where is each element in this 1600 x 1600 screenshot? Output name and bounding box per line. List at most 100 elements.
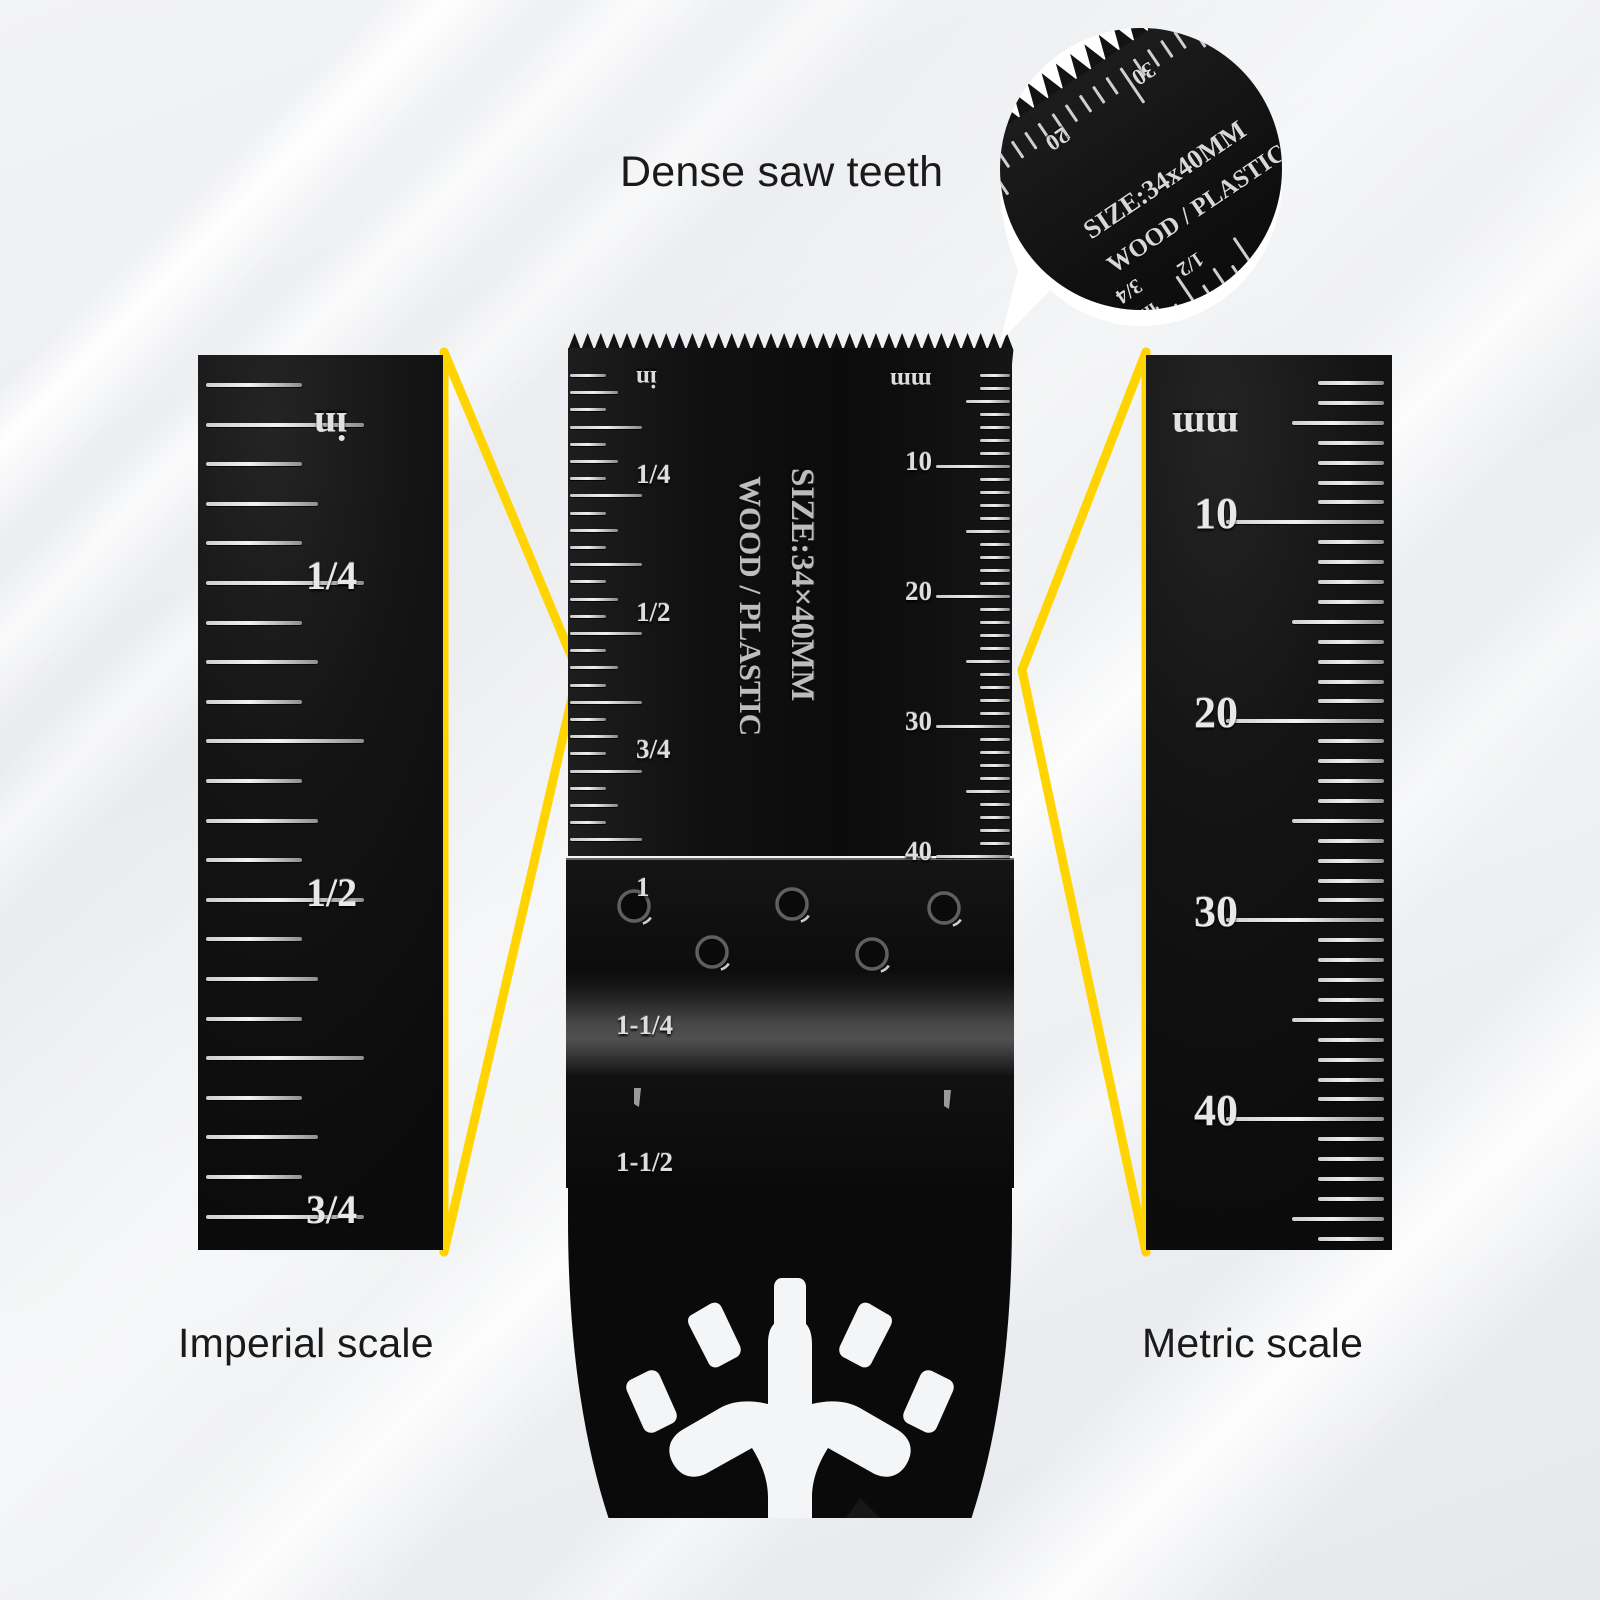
blade-tick (980, 621, 1010, 624)
blade-tick (980, 543, 1010, 546)
blade-tick (570, 786, 606, 790)
blade-tick (980, 608, 1010, 611)
tick-mark (1318, 978, 1384, 982)
tick-mark (1226, 1117, 1384, 1122)
blade-tick (570, 528, 618, 532)
tick-mark (1318, 838, 1384, 843)
blade-tick (570, 614, 606, 618)
tick-mark (1226, 918, 1384, 923)
tick-mark (1292, 818, 1384, 823)
blade-metric-label: 20 (905, 576, 932, 606)
imperial-tick-label: 1/4 (306, 553, 358, 598)
metric-tick-marks (1146, 355, 1392, 1250)
blade-tick (570, 511, 606, 515)
blade-tick (966, 530, 1010, 533)
metric-scale-label: Metric scale (1142, 1320, 1364, 1366)
tick-mark (206, 977, 318, 981)
blade-tick (980, 764, 1010, 767)
blade-tick (570, 718, 606, 721)
tick-mark (1318, 480, 1384, 485)
tick-mark (1318, 997, 1384, 1002)
blade-tick (980, 686, 1010, 689)
blade-metric-label: 30 (905, 706, 932, 736)
tick-mark (1318, 779, 1384, 783)
blade-tick (570, 769, 642, 773)
blade-tick (980, 491, 1010, 494)
tick-mark (1318, 1157, 1384, 1162)
tick-mark (1318, 500, 1384, 505)
tick-mark (206, 1214, 364, 1219)
blade-tick (980, 556, 1010, 559)
tick-mark (1226, 520, 1384, 525)
tick-mark (1318, 1077, 1384, 1082)
blade-tick (966, 790, 1010, 793)
tick-mark (206, 858, 302, 863)
tick-mark (1318, 659, 1384, 664)
imperial-tick-label: 1/2 (306, 869, 358, 915)
blade-tick (980, 504, 1010, 507)
tick-mark (1292, 1216, 1384, 1221)
blade-imperial-label: 1/4 (636, 459, 671, 490)
tick-mark (1318, 560, 1384, 565)
blade-tick (980, 374, 1010, 377)
blade-tick (980, 699, 1010, 702)
tick-mark (206, 620, 302, 625)
imperial-tick-marks (198, 355, 443, 1250)
tick-mark (1318, 1137, 1384, 1142)
blade-tick (570, 391, 618, 395)
blade-imperial-label: 1 (636, 872, 650, 902)
blade-material-etching: WOOD / PLASTIC (733, 476, 768, 737)
blade-imperial-label: 1-1/2 (616, 1147, 673, 1178)
blade-tick (980, 413, 1010, 416)
blade-tick (980, 712, 1010, 715)
blade-tick (936, 595, 1010, 598)
tick-mark (206, 1135, 318, 1140)
tick-mark (1318, 938, 1384, 943)
blade-tick (980, 751, 1010, 754)
bubble-blade-svg (1000, 28, 1282, 310)
shank-dimples (617, 887, 965, 1109)
tick-mark (206, 462, 302, 467)
imperial-unit-label: in (314, 403, 348, 449)
blade-unit-in-label: in (636, 365, 657, 392)
blade-tick (570, 460, 618, 463)
blade-tick (570, 632, 642, 635)
blade-tick (570, 597, 618, 601)
blade-tick (570, 477, 606, 481)
tick-mark (1318, 1177, 1384, 1181)
blade-tick (570, 804, 618, 807)
blade-tick (570, 408, 606, 412)
blade-tick (570, 494, 642, 498)
tick-mark (1318, 400, 1384, 405)
blade-tick (570, 752, 606, 756)
dense-saw-teeth-caption: Dense saw teeth (620, 148, 944, 196)
blade-tick (980, 439, 1010, 442)
blade-tick (980, 647, 1010, 650)
tick-mark (1318, 1097, 1384, 1102)
tick-mark (206, 541, 302, 546)
blade-tick (980, 803, 1010, 806)
tick-mark (206, 501, 318, 506)
tick-mark (1318, 878, 1384, 883)
blade-tick (570, 735, 618, 739)
blade-imperial-label: 1/2 (636, 596, 671, 627)
blade-tick (980, 452, 1010, 455)
blade-size-etching: SIZE:34×40MM (784, 468, 820, 702)
blade-imperial-label: 3/4 (636, 734, 671, 765)
blade-silhouette (566, 333, 1014, 1518)
metric-tick-label: 40 (1194, 1086, 1238, 1136)
blade-tick (980, 829, 1010, 832)
blade-tick (980, 634, 1010, 637)
blade-tick (570, 563, 642, 567)
tick-mark (1318, 440, 1384, 445)
blade-tick (980, 478, 1010, 481)
tick-mark (1318, 1236, 1384, 1241)
blade-metric-label: 40 (905, 836, 932, 866)
tick-mark (1226, 719, 1384, 724)
tick-mark (206, 1095, 302, 1100)
tick-mark (1318, 699, 1384, 704)
tick-mark (1318, 759, 1384, 764)
blade-tick (936, 725, 1010, 728)
blade-tick (980, 387, 1010, 390)
